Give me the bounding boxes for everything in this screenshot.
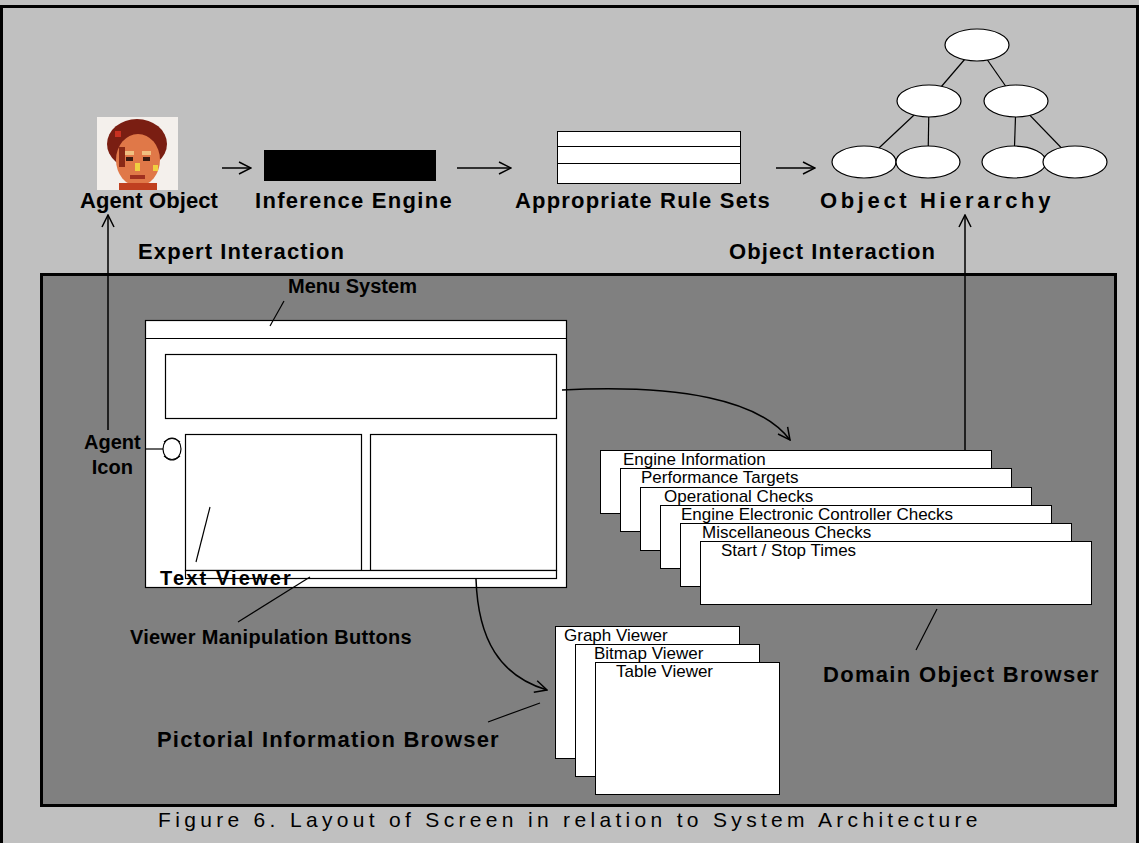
- window-title: Start / Stop Times: [721, 542, 856, 559]
- tree-object: [982, 146, 1046, 178]
- browser-window: Start / Stop Times: [700, 541, 1092, 605]
- portrait-pixel: [115, 131, 121, 137]
- tree-object: [896, 146, 960, 178]
- agent-icon-symbol: [163, 438, 181, 460]
- screen-panel: [42, 275, 1116, 806]
- curved-arrow: [476, 579, 547, 690]
- rule-sets: Appropriate Rule Sets: [511, 128, 776, 215]
- node-label: Agent Icon: [84, 430, 141, 480]
- callout-label: Text Viewer: [160, 566, 293, 591]
- inference-engine: Inference Engine: [251, 145, 457, 215]
- portrait-ground: [97, 117, 178, 190]
- node-label: Appropriate Rule Sets: [515, 188, 771, 213]
- rule-row-line: [557, 163, 741, 164]
- portrait-mouth: [130, 175, 145, 179]
- screen-window: [146, 321, 567, 588]
- callout-label: Menu System: [288, 274, 417, 299]
- figure-frame: [2, 7, 1138, 843]
- rule-row-line: [557, 146, 741, 147]
- leader-line: [488, 703, 540, 722]
- tree-object: [897, 85, 961, 117]
- tree-object: [1043, 146, 1107, 178]
- object-tree: [815, 25, 1111, 185]
- picture-pane: [371, 435, 557, 571]
- window-title: Performance Targets: [641, 469, 798, 486]
- tree-object: [984, 85, 1048, 117]
- portrait-highlight: [125, 151, 134, 155]
- portrait-collar: [119, 183, 157, 190]
- object-hierarchy: Object Hierarchy: [815, 25, 1111, 215]
- window-title: Operational Checks: [664, 488, 813, 505]
- text-pane: [186, 435, 362, 571]
- edge-label: Expert Interaction: [138, 239, 345, 264]
- connector-arrow: [222, 167, 251, 169]
- callout-label: Domain Object Browser: [823, 662, 1100, 687]
- window-title: Miscellaneous Checks: [702, 524, 871, 541]
- icon-leader: [145, 448, 163, 449]
- callout-label: Viewer Manipulation Buttons: [130, 625, 412, 650]
- portrait-eye: [143, 157, 150, 161]
- portrait-pixel: [153, 165, 158, 171]
- agent-object: Agent Object: [76, 112, 222, 215]
- portrait-eye: [126, 157, 133, 161]
- inference-engine-figure: [264, 150, 436, 181]
- portrait-face: [116, 134, 160, 186]
- figure-caption: Figure 6. Layout of Screen in relation t…: [158, 807, 982, 832]
- portrait-nose: [135, 163, 140, 171]
- callout-label: Pictorial Information Browser: [157, 727, 500, 752]
- leader-line: [270, 301, 284, 326]
- node-label: Agent Object: [80, 188, 218, 213]
- rule-table: [558, 132, 741, 184]
- connector-arrow: [964, 215, 966, 450]
- leader-line: [196, 507, 210, 562]
- viewer-window: Table Viewer: [595, 662, 780, 795]
- portrait-highlight: [142, 151, 151, 155]
- agent-icon: Agent Icon: [84, 430, 185, 482]
- portrait-shade: [119, 147, 125, 167]
- node-label: Object Hierarchy: [820, 188, 1054, 213]
- curved-arrow: [562, 389, 790, 440]
- top-pane: [166, 355, 557, 419]
- window-title: Bitmap Viewer: [594, 645, 703, 662]
- connector-arrow: [457, 167, 511, 169]
- window-title: Table Viewer: [616, 663, 713, 680]
- agent-icon-symbol: [164, 439, 180, 443]
- rule-sets-figure: [557, 131, 741, 184]
- leader-line: [916, 609, 937, 650]
- agent-object-figure: [97, 117, 178, 190]
- window-title: Graph Viewer: [564, 627, 668, 644]
- tree-object: [945, 29, 1009, 61]
- edge-label: Object Interaction: [729, 239, 936, 264]
- window-title: Engine Electronic Controller Checks: [681, 506, 953, 523]
- window-title: Engine Information: [623, 451, 766, 468]
- tree-object: [832, 146, 896, 178]
- connector-arrow: [107, 215, 109, 430]
- menu-bar-line: [145, 338, 566, 339]
- agent-icon-symbol: [164, 456, 180, 460]
- node-label: Inference Engine: [255, 188, 453, 213]
- connector-arrow: [776, 167, 815, 169]
- agent-icon-figure: [145, 434, 185, 464]
- engine-bar: [264, 150, 436, 181]
